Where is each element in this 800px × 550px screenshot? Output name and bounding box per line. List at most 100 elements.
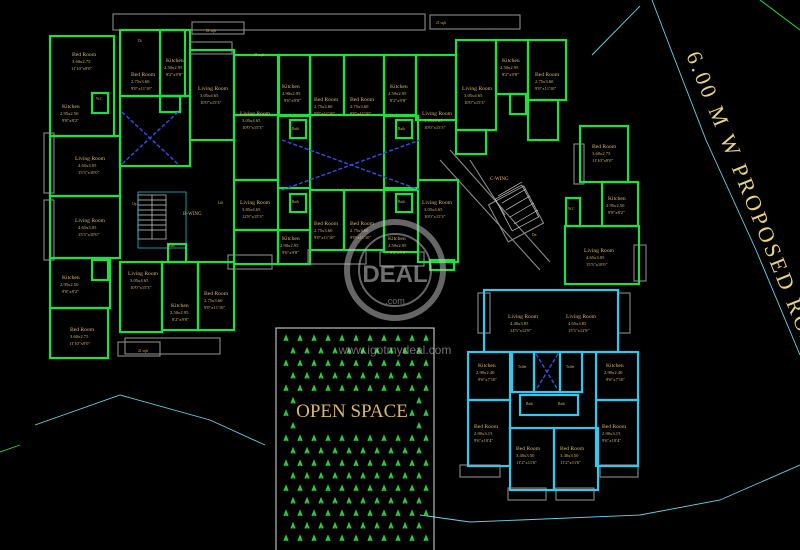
label-kitchen: Kitchen	[62, 275, 80, 281]
tree-symbol	[311, 484, 317, 492]
tree-symbol	[388, 446, 394, 454]
label-dim: 3.40x3.50	[516, 453, 535, 458]
label-bed-room: Bed Room	[314, 97, 339, 103]
watermark-com: .com	[385, 296, 405, 306]
tree-symbol	[290, 396, 296, 404]
label-bed-room: Bed Room	[350, 221, 375, 227]
tree-symbol	[304, 346, 310, 354]
tree-symbol	[311, 509, 317, 517]
label-dim: 4.65x3.05	[586, 255, 605, 260]
label-terrace: 21 sqft	[206, 29, 216, 33]
tree-symbol	[367, 434, 373, 442]
tree-symbol	[304, 521, 310, 529]
tree-symbol	[304, 496, 310, 504]
label-dim: 3.60x2.75	[592, 151, 611, 156]
label-up: Up	[132, 202, 137, 206]
label-dim: 2.90x2.40	[604, 370, 623, 375]
tree-symbol	[423, 434, 429, 442]
label-living-room: Living Room	[198, 86, 229, 92]
tree-symbol	[423, 509, 429, 517]
tree-symbol	[325, 334, 331, 342]
label-kitchen: Kitchen	[62, 104, 80, 110]
label-toilet: Toilet	[566, 365, 574, 369]
tree-symbol	[290, 521, 296, 529]
tree-symbol	[311, 534, 317, 542]
tree-symbol	[367, 459, 373, 467]
tree-symbol	[353, 359, 359, 367]
tree-symbol	[325, 534, 331, 542]
stairs-b-wing	[137, 191, 187, 249]
label-dim: 3.60x2.75	[70, 334, 89, 339]
tree-symbol	[297, 359, 303, 367]
label-ft: 9'0"x11'10"	[204, 305, 225, 310]
tree-symbol	[381, 384, 387, 392]
tree-symbol	[318, 471, 324, 479]
tree-symbol	[311, 434, 317, 442]
watermark-brand: DEAL	[362, 261, 427, 288]
green-boundary	[0, 0, 800, 453]
tree-symbol	[381, 459, 387, 467]
label-kitchen: Kitchen	[166, 58, 184, 64]
label-dim: 3.05x4.65	[242, 118, 261, 123]
tree-symbol	[416, 496, 422, 504]
tree-symbol	[367, 384, 373, 392]
tree-symbol	[402, 371, 408, 379]
c-wing-label: C-WING	[490, 177, 509, 182]
tree-symbol	[402, 471, 408, 479]
tree-symbol	[381, 509, 387, 517]
label-kitchen: Kitchen	[608, 196, 626, 202]
tree-symbol	[423, 384, 429, 392]
tree-symbol	[395, 359, 401, 367]
label-bath: Bath	[558, 402, 565, 406]
label-ft: 11'2"x11'6"	[516, 460, 537, 465]
tree-symbol	[283, 334, 289, 342]
tree-symbol	[409, 459, 415, 467]
label-terrace: 21 sqft	[436, 21, 446, 25]
label-ft: 10'0"x15'3"	[242, 125, 264, 130]
tree-symbol	[290, 346, 296, 354]
label-kitchen: Kitchen	[171, 303, 189, 309]
tree-symbol	[283, 359, 289, 367]
label-ft: 15'3"x10'0"	[586, 262, 608, 267]
tree-symbol	[290, 371, 296, 379]
label-dim: 3.85x4.65	[242, 207, 261, 212]
tree-symbol	[346, 471, 352, 479]
tree-symbol	[402, 496, 408, 504]
tree-symbol	[388, 346, 394, 354]
label-bed-room: Bed Room	[314, 221, 339, 227]
label-bed-room: Bed Room	[131, 72, 156, 78]
tree-symbol	[367, 484, 373, 492]
room-labels-right-top: Living Room 3.05x4.65 10'0"x15'3" Kitche…	[462, 58, 626, 267]
tree-symbol	[332, 371, 338, 379]
tree-symbol	[297, 484, 303, 492]
label-terrace: 21 sqft	[138, 349, 148, 353]
tree-symbol	[374, 446, 380, 454]
label-ft: 9'0"x11'10"	[350, 111, 371, 116]
label-ft: 9'8"x8'2"	[608, 210, 625, 215]
label-bed-room: Bed Room	[560, 446, 585, 452]
label-dim: 2.95x2.50	[60, 282, 79, 287]
tree-symbol	[409, 484, 415, 492]
void-crosses	[121, 111, 559, 391]
tree-symbol	[409, 409, 415, 417]
tree-symbol	[367, 534, 373, 542]
tree-symbol	[311, 459, 317, 467]
tree-symbol	[290, 496, 296, 504]
label-dim: 2.50x2.95	[388, 243, 407, 248]
tree-symbol	[339, 484, 345, 492]
tree-symbol	[311, 334, 317, 342]
tree-symbol	[339, 534, 345, 542]
label-wc: W.C	[96, 97, 103, 101]
tree-symbol	[409, 334, 415, 342]
tree-symbol	[283, 484, 289, 492]
label-ft: 15'3"x10'0"	[78, 170, 100, 175]
tree-symbol	[290, 471, 296, 479]
label-dim: 3.60x2.75	[72, 59, 91, 64]
tree-symbol	[374, 521, 380, 529]
label-dim: 2.50x2.95	[500, 65, 519, 70]
tree-symbol	[297, 509, 303, 517]
tree-symbol	[339, 509, 345, 517]
tree-symbol	[311, 384, 317, 392]
tree-symbol	[381, 534, 387, 542]
